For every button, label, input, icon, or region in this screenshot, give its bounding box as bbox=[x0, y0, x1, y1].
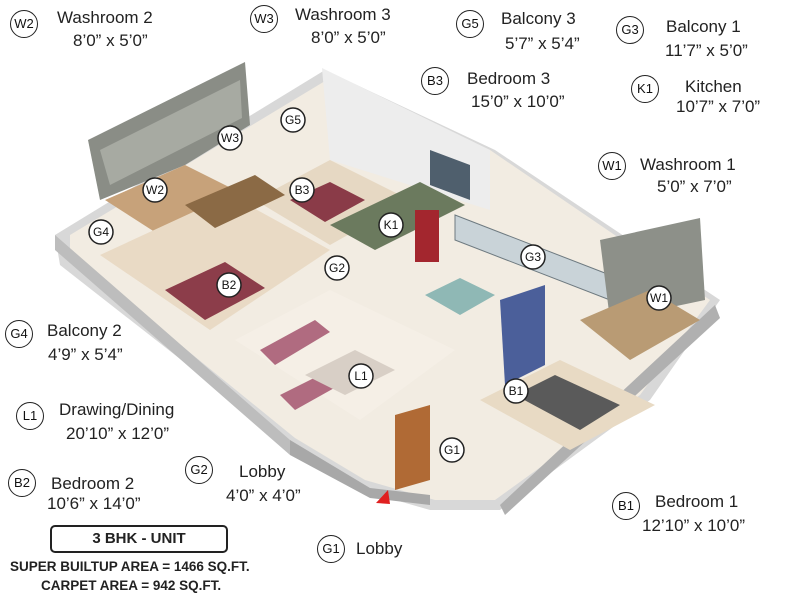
legend-name-g2: Lobby bbox=[239, 462, 286, 481]
plan-badge-label-b2: B2 bbox=[222, 278, 237, 292]
plan-badge-circle-b1 bbox=[503, 378, 529, 404]
washroom-wall-tiles bbox=[100, 80, 242, 185]
plan-badge-label-b1: B1 bbox=[509, 384, 524, 398]
legend-badge-b1: B1 bbox=[612, 492, 640, 520]
plan-badge-circle-w1 bbox=[646, 285, 672, 311]
entry-door bbox=[395, 405, 430, 490]
legend-dims-l1: 20’10” x 12’0” bbox=[66, 424, 170, 443]
legend-dims-b2: 10’6” x 14’0” bbox=[47, 494, 141, 513]
legend-dims-g4: 4’9” x 5’4” bbox=[48, 345, 123, 364]
plan-badge-circle-g3 bbox=[520, 244, 546, 270]
legend-name-l1: Drawing/Dining bbox=[59, 400, 175, 419]
legend-badge-l1: L1 bbox=[16, 402, 44, 430]
plan-badge-circle-w3 bbox=[217, 125, 243, 151]
legend-dims-w3: 8’0” x 5’0” bbox=[311, 28, 386, 47]
legend-dims-g2: 4’0” x 4’0” bbox=[226, 486, 301, 505]
legend-badge-g1: G1 bbox=[317, 535, 345, 563]
kitchen-window bbox=[430, 150, 470, 200]
legend-badge-b3: B3 bbox=[421, 67, 449, 95]
legend-name-w2: Washroom 2 bbox=[57, 8, 153, 27]
plan-badge-label-w1: W1 bbox=[650, 291, 668, 305]
legend-dims-g3: 11’7” x 5’0” bbox=[665, 41, 748, 60]
legend-name-b2: Bedroom 2 bbox=[51, 474, 135, 493]
legend-dims-w1: 5’0” x 7’0” bbox=[657, 177, 732, 196]
washroom1-floor bbox=[580, 290, 700, 360]
entry-arrow bbox=[376, 490, 390, 504]
legend-name-g1: Lobby bbox=[356, 539, 403, 558]
legend-badge-w1: W1 bbox=[598, 152, 626, 180]
legend-dims-g5: 5’7” x 5’4” bbox=[505, 34, 580, 53]
fridge bbox=[415, 210, 439, 262]
legend-badge-g4: G4 bbox=[5, 320, 33, 348]
plan-badge-circle-l1 bbox=[348, 363, 374, 389]
legend-name-w3: Washroom 3 bbox=[295, 5, 391, 24]
legend-dims-b1: 12’10” x 10’0” bbox=[642, 516, 746, 535]
bed-b2 bbox=[165, 262, 265, 320]
washroom-floor bbox=[105, 165, 255, 245]
wardrobe-b2 bbox=[185, 175, 285, 228]
legend-badge-b2: B2 bbox=[8, 469, 36, 497]
carpet-area: CARPET AREA = 942 SQ.FT. bbox=[41, 578, 222, 593]
plan-badge-circle-g5 bbox=[280, 107, 306, 133]
legend-dims-k1: 10’7” x 7’0” bbox=[676, 97, 761, 116]
plan-badge-circle-g2 bbox=[324, 255, 350, 281]
legend-dims-w2: 8’0” x 5’0” bbox=[73, 31, 148, 50]
legend-badge-g2: G2 bbox=[185, 456, 213, 484]
legend-name-g3: Balcony 1 bbox=[666, 17, 741, 36]
plan-badge-circle-g4 bbox=[88, 219, 114, 245]
plan-badge-label-g4: G4 bbox=[93, 225, 109, 239]
legend-dims-b3: 15’0” x 10’0” bbox=[471, 92, 565, 111]
sofa-main bbox=[260, 320, 330, 365]
legend-badge-k1: K1 bbox=[631, 75, 659, 103]
legend-badge-g3: G3 bbox=[616, 16, 644, 44]
plan-badge-circle-w2 bbox=[142, 177, 168, 203]
plan-badge-circle-b3 bbox=[289, 177, 315, 203]
plan-badge-label-w3: W3 bbox=[221, 131, 239, 145]
bed-b1 bbox=[515, 375, 620, 430]
plan-badge-label-b3: B3 bbox=[295, 183, 310, 197]
outer-wall-bottom bbox=[290, 440, 430, 505]
bedroom1-wall-blue bbox=[500, 285, 545, 385]
bedroom2-floor bbox=[100, 195, 330, 330]
legend-name-b3: Bedroom 3 bbox=[467, 69, 551, 88]
plan-badge-label-w2: W2 bbox=[146, 183, 164, 197]
legend-name-g4: Balcony 2 bbox=[47, 321, 122, 340]
plan-badge-label-k1: K1 bbox=[384, 218, 399, 232]
unit-type-box: 3 BHK - UNIT bbox=[50, 525, 228, 553]
plan-badge-label-g2: G2 bbox=[329, 261, 345, 275]
plan-badge-label-g1: G1 bbox=[444, 443, 460, 457]
legend-badge-w2: W2 bbox=[10, 10, 38, 38]
plan-badge-label-g5: G5 bbox=[285, 113, 301, 127]
plan-badge-circle-b2 bbox=[216, 272, 242, 298]
legend-badge-w3: W3 bbox=[250, 5, 278, 33]
legend-name-w1: Washroom 1 bbox=[640, 155, 736, 174]
super-builtup-area: SUPER BUILTUP AREA = 1466 SQ.FT. bbox=[10, 559, 250, 574]
legend-badge-g5: G5 bbox=[456, 10, 484, 38]
plan-badge-label-g3: G3 bbox=[525, 250, 541, 264]
plan-badge-circle-g1 bbox=[439, 437, 465, 463]
legend-name-b1: Bedroom 1 bbox=[655, 492, 739, 511]
plan-badge-label-l1: L1 bbox=[354, 369, 368, 383]
legend-name-k1: Kitchen bbox=[685, 77, 742, 96]
dining-table bbox=[425, 278, 495, 315]
washroom1-wall bbox=[600, 218, 705, 320]
legend-name-g5: Balcony 3 bbox=[501, 9, 576, 28]
plan-badge-circle-k1 bbox=[378, 212, 404, 238]
outer-wall-left bbox=[55, 235, 290, 455]
